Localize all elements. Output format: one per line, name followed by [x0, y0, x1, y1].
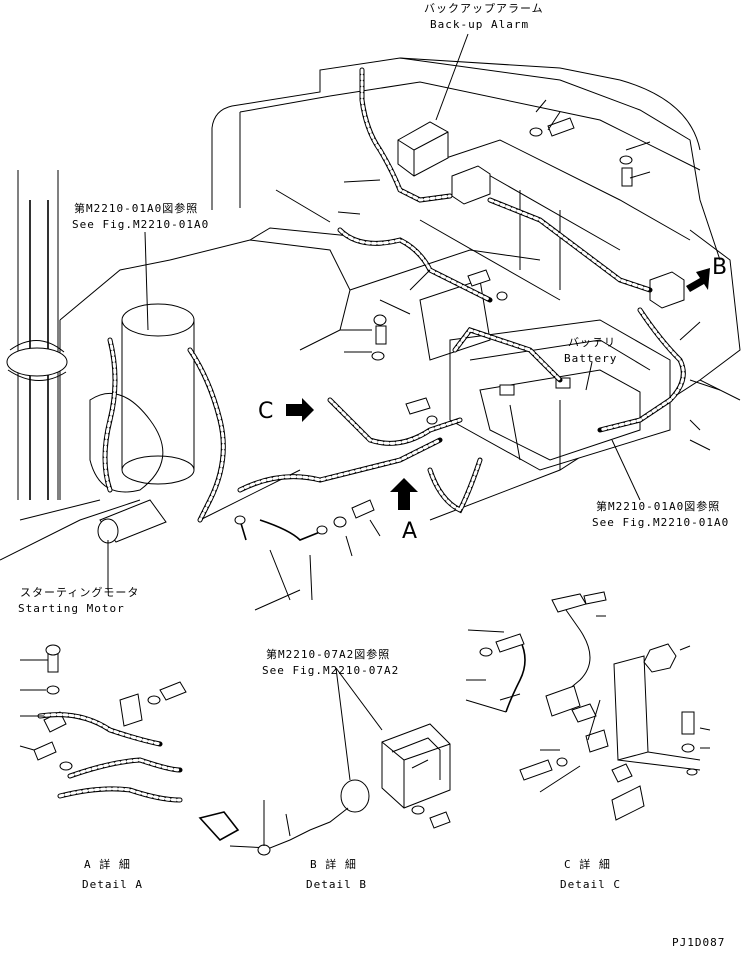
battery-box — [419, 279, 671, 471]
ref-top-label-jp: 第M2210-01A0図参照 — [74, 201, 198, 215]
relay-block — [451, 165, 685, 309]
detail-b-title-en: Detail B — [306, 878, 367, 891]
detail-a-title-jp: A 詳 細 — [84, 857, 131, 871]
arrow-a-label: A — [402, 519, 417, 544]
starting-motor-label-en: Starting Motor — [18, 602, 125, 615]
arrow-c-icon — [286, 398, 314, 422]
view-arrows — [286, 268, 710, 510]
arrow-b-icon — [686, 268, 710, 292]
arrow-b-label: B — [712, 255, 727, 280]
detail-a-title-en: Detail A — [82, 878, 143, 891]
battery-label-jp: バッテリ — [568, 336, 616, 349]
ref-right-label-en: See Fig.M2210-01A0 — [592, 516, 729, 529]
ref-top-label-en: See Fig.M2210-01A0 — [72, 218, 209, 231]
fasteners — [234, 117, 633, 535]
arrow-c-label: C — [258, 399, 273, 424]
frame-plates — [349, 139, 691, 301]
ref-right-label-jp: 第M2210-01A0図参照 — [596, 499, 720, 513]
arrow-a-icon — [390, 478, 418, 510]
drawing-code: PJ1D087 — [672, 936, 725, 949]
detail-a-drawing — [19, 644, 187, 803]
detail-b-drawing — [198, 723, 451, 856]
ref-detail-b-label-jp: 第M2210-07A2図参照 — [266, 647, 390, 661]
detail-c-title-jp: C 詳 細 — [564, 857, 611, 871]
backup-alarm-label-jp: バックアップアラーム — [424, 2, 544, 15]
ref-detail-b-label-en: See Fig.M2210-07A2 — [262, 664, 399, 677]
machine-body-outline — [0, 57, 741, 611]
leader-lines — [107, 33, 721, 781]
detail-c-title-en: Detail C — [560, 878, 621, 891]
wire-harness — [102, 67, 686, 541]
detail-c-drawing — [465, 591, 711, 821]
backup-alarm-label-en: Back-up Alarm — [430, 18, 529, 31]
backup-alarm-part — [397, 121, 449, 177]
starting-motor-label-jp: スターティングモータ — [20, 585, 139, 599]
battery-label-en: Battery — [564, 352, 617, 365]
detail-b-title-jp: B 詳 細 — [310, 857, 357, 871]
